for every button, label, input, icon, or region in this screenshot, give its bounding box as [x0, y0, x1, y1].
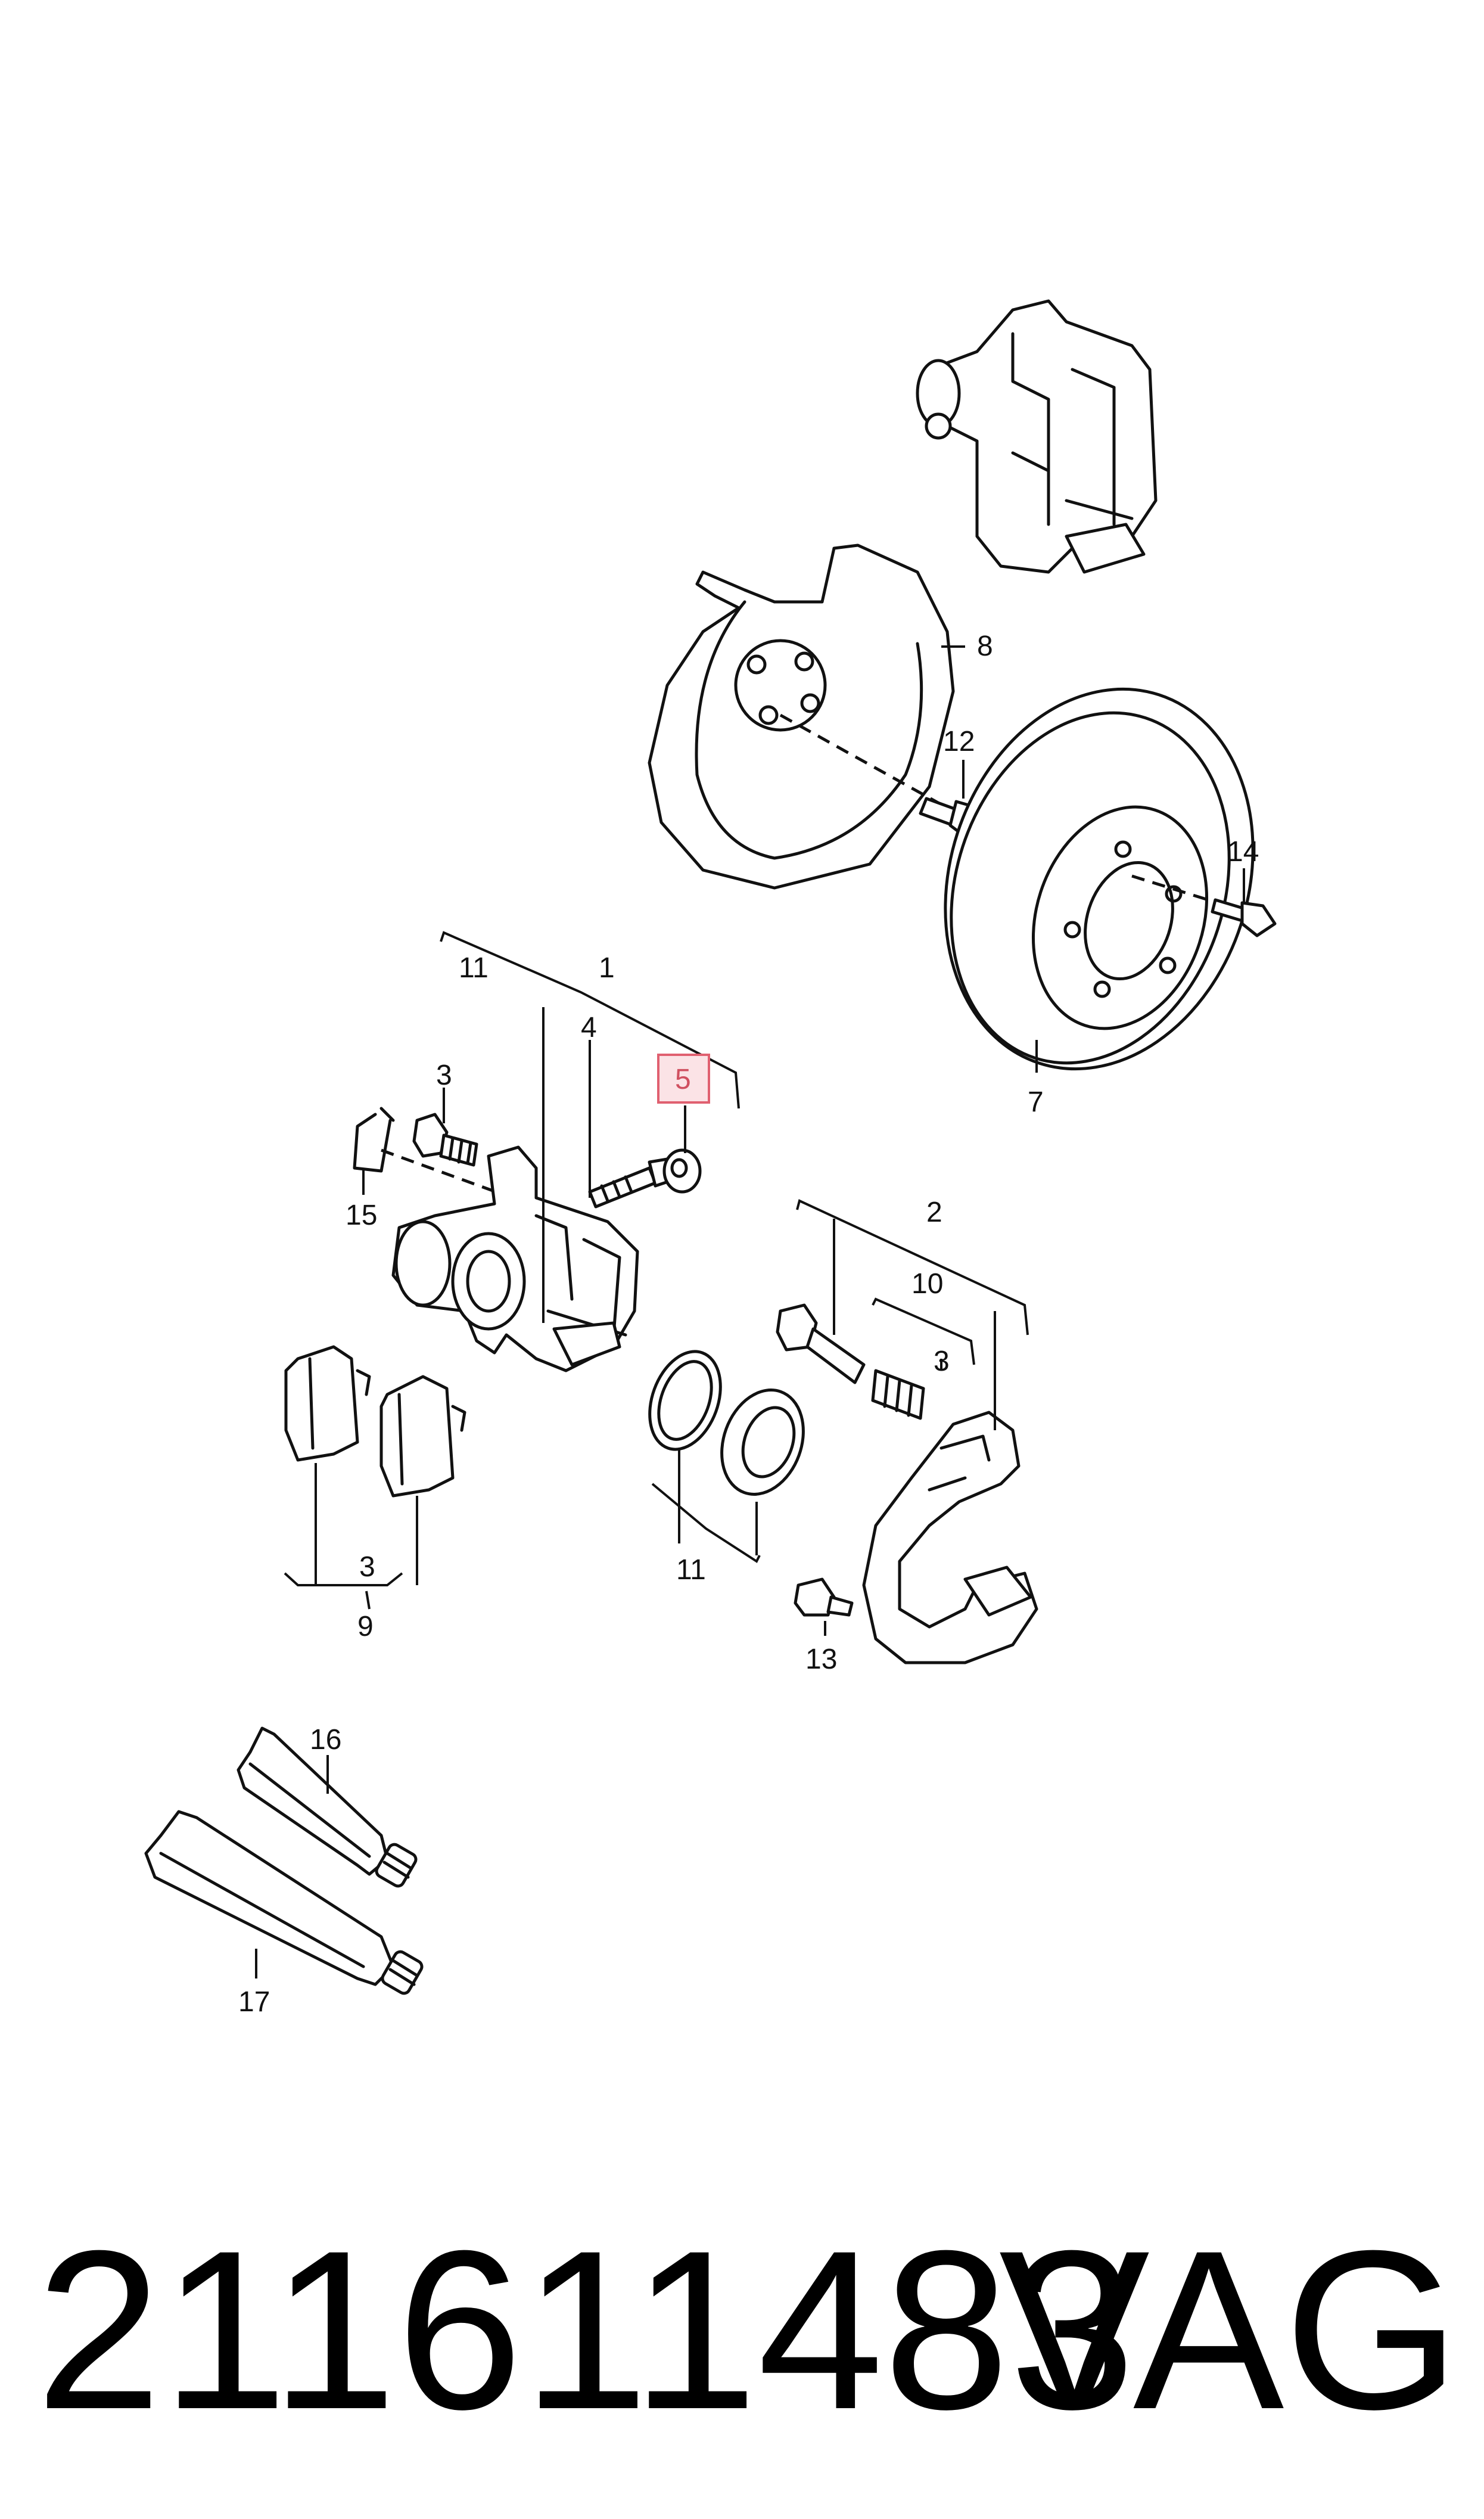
- callout-5: 5: [675, 1064, 691, 1095]
- caliper-assembly-top: [916, 299, 1158, 574]
- callout-4: 4: [581, 1012, 597, 1043]
- piston: [720, 1389, 805, 1496]
- callout-14: 14: [1227, 836, 1259, 868]
- callout-17: 17: [238, 1986, 270, 2018]
- bleeder-screw: [588, 1157, 675, 1209]
- callout-12: 12: [943, 726, 975, 757]
- dust-cap: [662, 1148, 702, 1194]
- callout-11-top: 11: [459, 952, 489, 984]
- brand-label: VAG: [998, 2203, 1460, 2456]
- part-number: 211611483: [36, 2203, 1135, 2456]
- carrier-bolt: [776, 1303, 866, 1384]
- callout-13: 13: [805, 1644, 837, 1675]
- shield-bolt-axis: [779, 713, 942, 806]
- callout-10: 10: [911, 1268, 943, 1300]
- callout-1: 1: [599, 952, 615, 984]
- leader-lines: [255, 645, 1245, 1978]
- spring-clip: [353, 1107, 395, 1173]
- bolt-axis-left: [381, 1148, 513, 1200]
- grease-tube-17: [144, 1810, 424, 1995]
- callout-15: 15: [346, 1200, 377, 1231]
- brake-pad-right: [379, 1375, 466, 1498]
- piston-seal: [648, 1350, 722, 1451]
- guide-bushing: [871, 1369, 925, 1420]
- callout-3-pads: 3: [359, 1551, 375, 1583]
- callout-9: 9: [357, 1611, 374, 1642]
- grease-tube-16: [237, 1726, 418, 1888]
- brake-disc: [944, 687, 1255, 1071]
- callout-16: 16: [310, 1724, 341, 1756]
- callout-labels: 8 12 14 7 11 1 4 3 15 5 2 10 3 3 9 11 13…: [238, 630, 1259, 2018]
- caliper-carrier: [862, 1411, 1038, 1664]
- callout-2: 2: [926, 1197, 942, 1228]
- disc-screw-axis: [1131, 874, 1228, 908]
- callout-3-bolt: 3: [436, 1060, 452, 1091]
- callout-7: 7: [1028, 1086, 1044, 1118]
- brake-caliper: [391, 1145, 639, 1372]
- callout-11-bottom: 11: [676, 1554, 706, 1586]
- callout-8: 8: [977, 630, 993, 662]
- callout-5-highlight: 5: [657, 1054, 710, 1104]
- disc-retaining-screw: [1211, 898, 1277, 937]
- brake-pad-left: [284, 1345, 371, 1462]
- carrier-mount-bolt: [794, 1577, 854, 1617]
- exploded-parts-diagram: 8 12 14 7 11 1 4 3 15 5 2 10 3 3 9 11 13…: [144, 299, 1277, 2018]
- guide-bolt-left: [412, 1113, 478, 1167]
- brake-dust-shield: [648, 543, 955, 890]
- callout-3-bushing: 3: [934, 1346, 950, 1377]
